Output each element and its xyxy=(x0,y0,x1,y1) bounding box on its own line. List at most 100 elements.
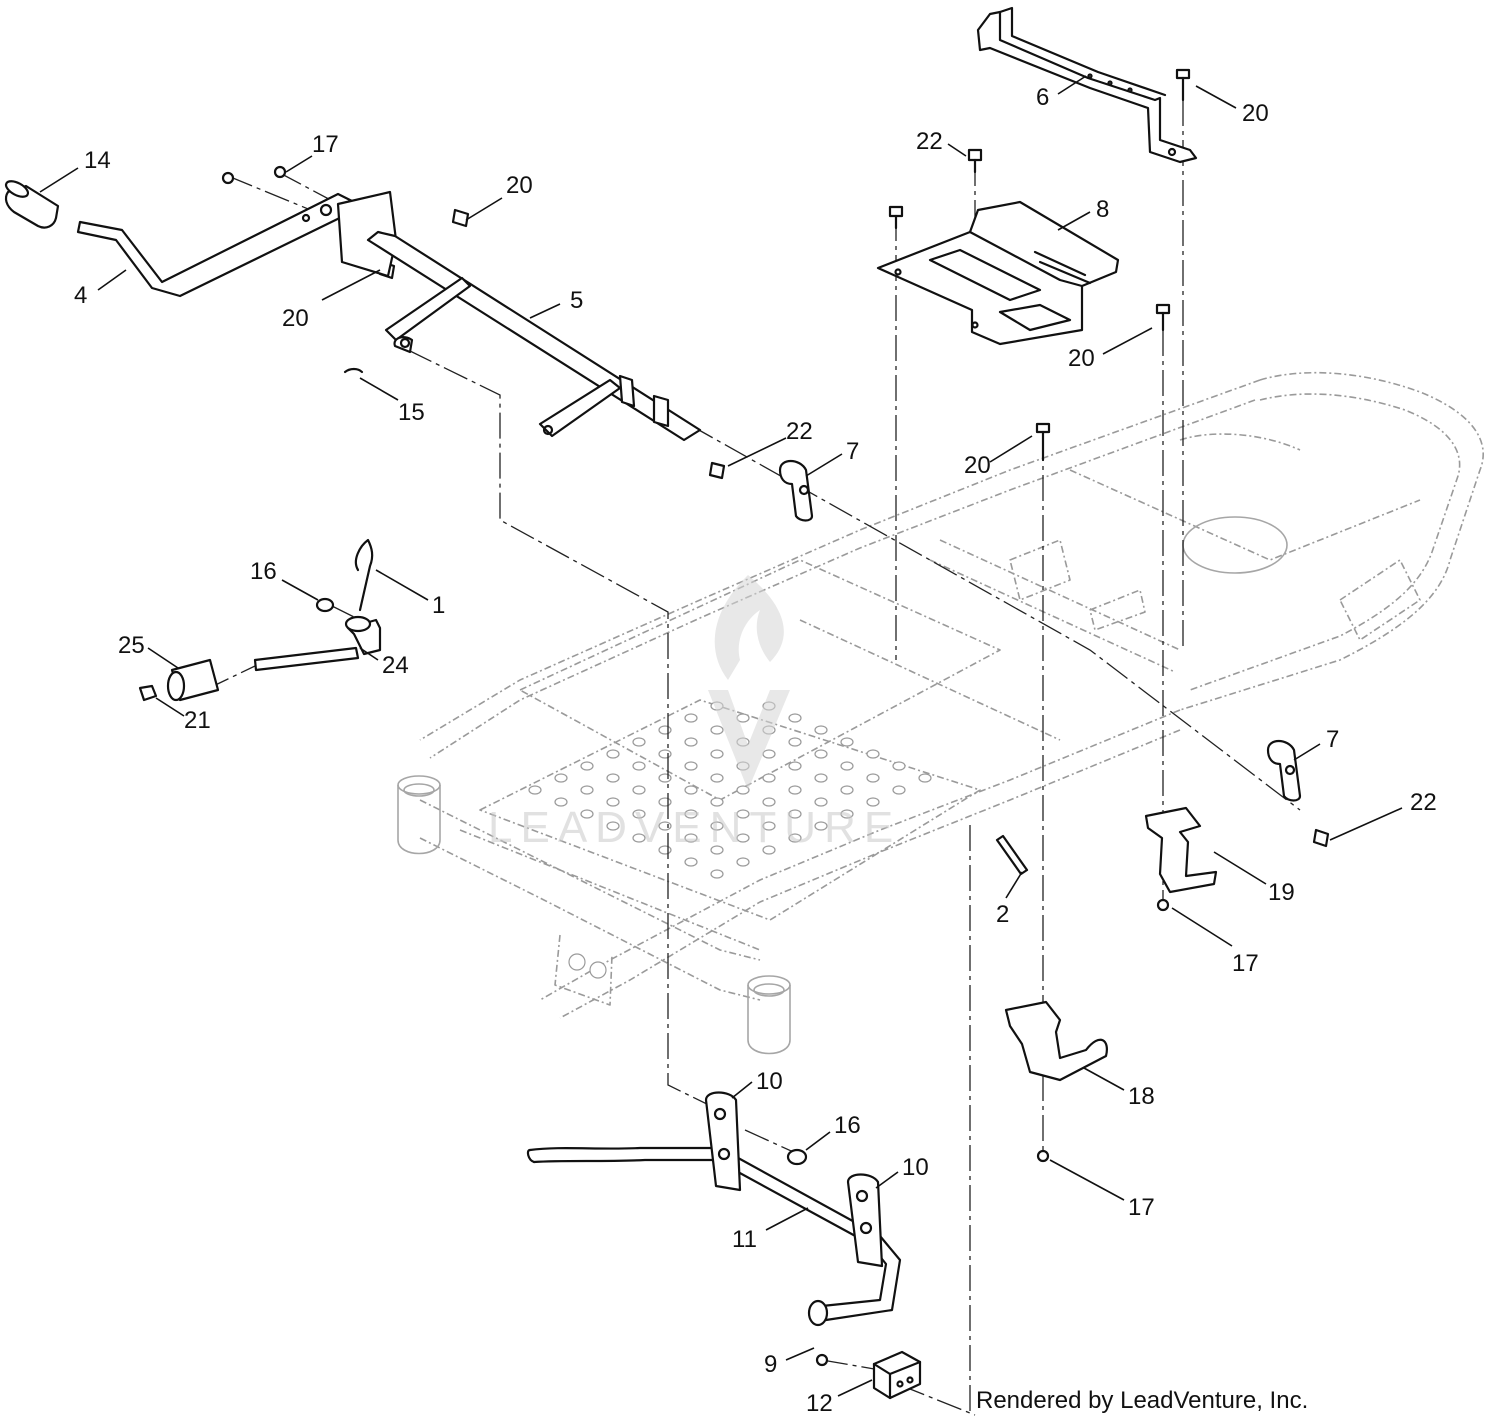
floor-hole xyxy=(710,749,724,759)
callout-18: 18 xyxy=(1128,1083,1155,1110)
leader-lines xyxy=(39,75,1403,1397)
part-19-bracket xyxy=(1144,806,1218,894)
floor-hole xyxy=(840,761,854,771)
chassis-frame xyxy=(397,371,1484,1055)
floor-hole xyxy=(658,725,672,735)
floor-hole xyxy=(866,749,880,759)
floor-hole xyxy=(710,725,724,735)
floor-hole xyxy=(736,809,750,819)
floor-hole xyxy=(736,857,750,867)
callout-17: 17 xyxy=(1128,1194,1155,1221)
part-7-clip xyxy=(778,459,1302,802)
callout-11: 11 xyxy=(732,1226,757,1253)
floor-hole xyxy=(684,737,698,747)
floor-hole xyxy=(788,833,802,843)
floor-hole xyxy=(658,749,672,759)
part-6-bracket xyxy=(976,6,1198,164)
floor-hole xyxy=(736,785,750,795)
floor-hole xyxy=(762,773,776,783)
floor-hole xyxy=(580,785,594,795)
floor-hole xyxy=(684,809,698,819)
callout-24: 24 xyxy=(382,652,409,679)
floor-hole xyxy=(788,713,802,723)
floor-hole xyxy=(606,797,620,807)
floor-hole xyxy=(632,785,646,795)
floor-hole xyxy=(762,797,776,807)
floor-hole xyxy=(658,773,672,783)
floor-hole xyxy=(632,833,646,843)
callout-12: 12 xyxy=(806,1390,833,1417)
floor-hole xyxy=(710,869,724,879)
floor-hole xyxy=(606,773,620,783)
floor-hole xyxy=(762,749,776,759)
floor-hole xyxy=(892,761,906,771)
floor-hole xyxy=(632,761,646,771)
floor-hole xyxy=(814,797,828,807)
watermark-text: LEADVENTURE xyxy=(488,803,901,852)
part-5-shaft xyxy=(336,190,702,442)
leadventure-logo xyxy=(708,575,790,790)
callout-7: 7 xyxy=(846,438,859,465)
floor-hole xyxy=(606,821,620,831)
floor-hole xyxy=(684,785,698,795)
floor-hole xyxy=(684,761,698,771)
floor-hole xyxy=(606,749,620,759)
floor-hole xyxy=(710,845,724,855)
callout-15: 15 xyxy=(398,399,425,426)
callout-16: 16 xyxy=(250,558,277,585)
part-8-plate xyxy=(876,200,1120,346)
callout-6: 6 xyxy=(1036,84,1049,111)
callout-22: 22 xyxy=(786,418,813,445)
callout-labels: 14 17 20 4 20 5 15 6 20 22 8 20 22 7 20 … xyxy=(74,84,1437,1417)
callout-10: 10 xyxy=(902,1154,929,1181)
callout-16: 16 xyxy=(834,1112,861,1139)
floor-hole xyxy=(554,797,568,807)
floor-hole xyxy=(814,821,828,831)
part-2-pin xyxy=(995,834,1029,876)
part-25-sleeve xyxy=(166,658,220,702)
callout-7: 7 xyxy=(1326,726,1339,753)
render-credit: Rendered by LeadVenture, Inc. xyxy=(976,1387,1308,1414)
fasteners xyxy=(138,68,1330,1367)
callout-14: 14 xyxy=(84,147,111,174)
floor-hole xyxy=(580,809,594,819)
part-10-bracket xyxy=(704,1091,884,1268)
callout-19: 19 xyxy=(1268,879,1295,906)
floor-hole xyxy=(580,761,594,771)
floor-hole xyxy=(840,737,854,747)
floor-hole xyxy=(710,821,724,831)
floor-hole xyxy=(788,809,802,819)
floor-hole xyxy=(762,821,776,831)
callout-10: 10 xyxy=(756,1068,783,1095)
callout-20: 20 xyxy=(1242,100,1269,127)
floor-hole xyxy=(710,797,724,807)
part-4-lever xyxy=(76,192,358,298)
callout-17: 17 xyxy=(312,131,339,158)
floor-hole xyxy=(918,773,932,783)
floor-hole xyxy=(684,857,698,867)
floor-hole xyxy=(788,737,802,747)
floor-hole xyxy=(866,773,880,783)
floor-hole xyxy=(814,725,828,735)
floor-hole xyxy=(788,761,802,771)
floor-hole xyxy=(528,785,542,795)
callout-1: 1 xyxy=(432,592,445,619)
floor-hole xyxy=(554,773,568,783)
callout-2: 2 xyxy=(996,901,1009,928)
callout-25: 25 xyxy=(118,632,145,659)
floor-hole xyxy=(814,773,828,783)
callout-20: 20 xyxy=(964,452,991,479)
part-18-bracket xyxy=(1004,1000,1108,1082)
floor-hole xyxy=(866,797,880,807)
part-14-grip xyxy=(4,180,60,229)
floor-hole xyxy=(788,785,802,795)
callout-22: 22 xyxy=(1410,789,1437,816)
floor-hole xyxy=(814,749,828,759)
callout-17: 17 xyxy=(1232,950,1259,977)
floor-hole xyxy=(840,785,854,795)
part-15-pin xyxy=(343,367,364,374)
floor-hole xyxy=(892,785,906,795)
part-12-block xyxy=(872,1350,922,1400)
callout-4: 4 xyxy=(74,282,87,309)
